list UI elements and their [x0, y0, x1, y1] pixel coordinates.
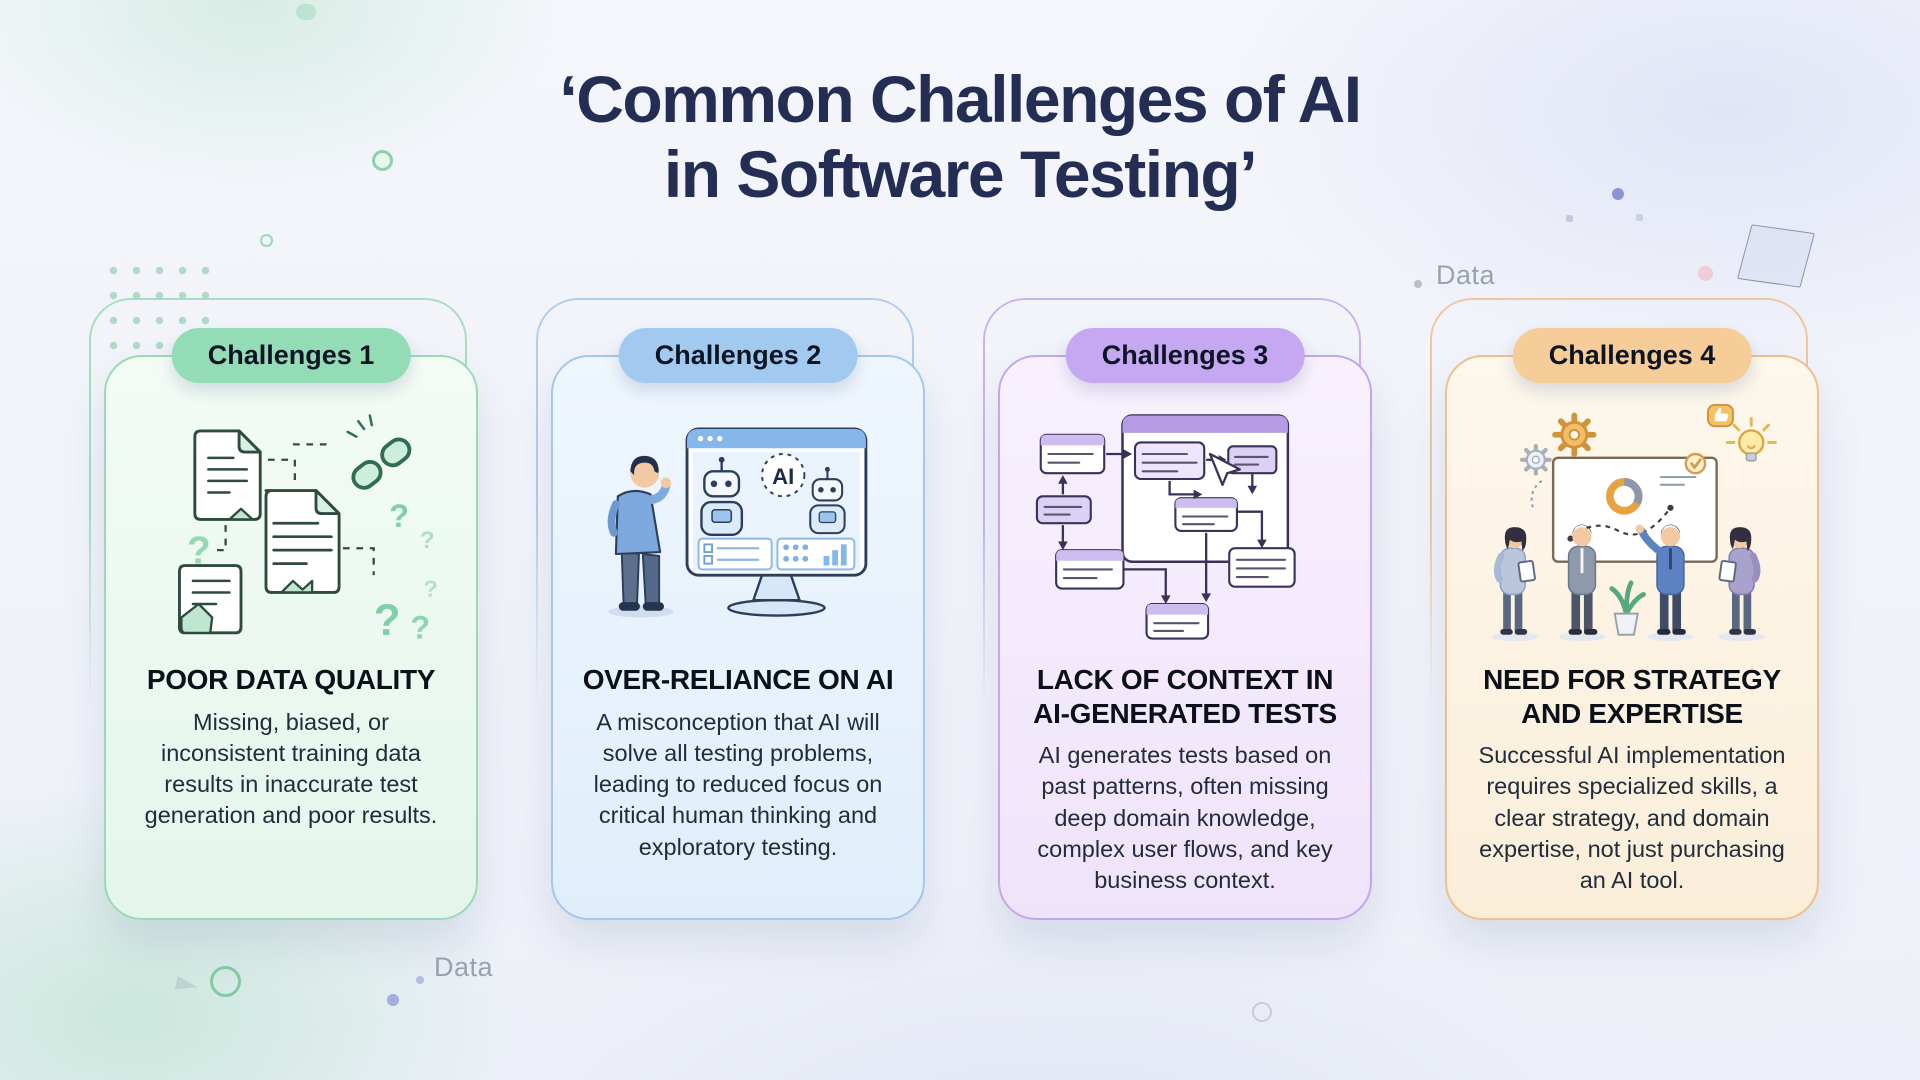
data-label-top-right: Data [1436, 260, 1496, 290]
purple-dot-decor [387, 994, 399, 1006]
pink-dot-decor [1698, 266, 1713, 281]
ai-badge: AI [761, 453, 806, 498]
page-title: ‘Common Challenges of AI in Software Tes… [0, 62, 1920, 211]
person-figure [1491, 527, 1538, 642]
person-figure [1558, 524, 1606, 642]
card-heading: POOR DATA QUALITY [146, 664, 436, 695]
challenge-badge-3: Challenges 3 [1065, 328, 1305, 383]
purple-dot-decor [416, 976, 424, 984]
card-over-reliance-on-ai: Challenges 2 [536, 298, 925, 920]
check-badge-icon [1684, 452, 1707, 475]
gear-icon [1552, 412, 1597, 457]
document-icon [193, 429, 262, 521]
card-heading: LACK OF CONTEXT IN AI-GENERATED TESTS [1033, 664, 1337, 729]
flow-box [1145, 602, 1210, 640]
data-label-bottom-left: Data [434, 952, 494, 982]
gray-triangle-decor [174, 975, 200, 995]
thumbs-up-icon [1707, 404, 1734, 428]
person-figure [1635, 524, 1694, 642]
document-icon [264, 489, 341, 594]
card-heading: NEED FOR STRATEGY AND EXPERTISE [1483, 664, 1781, 729]
purple-dot-decor [1612, 188, 1624, 200]
gray-ring-decor [1252, 1002, 1272, 1022]
card-description: Missing, biased, or inconsistent trainin… [144, 708, 438, 829]
flow-box [1055, 549, 1125, 590]
svg-text:AI: AI [772, 464, 794, 489]
card-description: Successful AI implementation requires sp… [1478, 742, 1786, 894]
lightbulb-icon [1725, 416, 1777, 462]
dashboard-panels [697, 537, 856, 571]
document-icon [178, 564, 243, 635]
card-strategy-expertise: Challenges 4 [1430, 298, 1819, 920]
question-marks: ? ? ? ? ? ? [187, 497, 438, 646]
tiny-square-decor [1636, 214, 1643, 221]
svg-text:?: ? [374, 596, 401, 645]
card-poor-data-quality: Challenges 1 [89, 298, 478, 920]
svg-text:?: ? [420, 527, 435, 554]
person-figure [1718, 527, 1765, 642]
challenge-badge-4: Challenges 4 [1512, 328, 1752, 383]
team-strategy-illustration [1472, 403, 1792, 655]
robot-icon [700, 456, 744, 536]
small-ring-decor [260, 234, 273, 247]
card-lack-of-context: Challenges 3 [983, 298, 1372, 920]
green-dot-decor [372, 150, 393, 171]
page-title-line2: in Software Testing’ [663, 136, 1258, 211]
svg-text:?: ? [410, 609, 430, 646]
page-title-line1: ‘Common Challenges of AI [559, 62, 1362, 136]
tiny-square-decor [1566, 215, 1573, 222]
robot-icon [809, 466, 846, 535]
flow-box [1133, 441, 1206, 481]
flowchart-illustration [1025, 403, 1345, 655]
challenge-badge-1: Challenges 1 [171, 328, 411, 383]
flow-box [1039, 433, 1106, 475]
card-heading: OVER-RELIANCE ON AI [582, 664, 894, 695]
cursor-icon [1208, 452, 1241, 486]
svg-text:?: ? [187, 530, 210, 573]
green-ring-decor [210, 966, 241, 997]
gray-dot-decor [1414, 280, 1422, 288]
person-ai-monitor-illustration: AI [573, 403, 903, 655]
green-blob-decor [296, 4, 316, 20]
card-description: AI generates tests based on past pattern… [1037, 742, 1333, 894]
broken-link-icon [346, 414, 412, 490]
flow-box [1035, 495, 1092, 525]
flow-box [1174, 497, 1238, 532]
svg-text:?: ? [389, 497, 409, 534]
card-description: A misconception that AI will solve all t… [593, 708, 883, 860]
challenge-badge-2: Challenges 2 [618, 328, 858, 383]
glass-pane-decor [1737, 224, 1815, 288]
flow-box [1228, 547, 1296, 588]
svg-text:?: ? [424, 575, 438, 601]
plant-icon [1609, 580, 1646, 636]
documents-broken-link-illustration: ? ? ? ? ? ? [131, 403, 451, 655]
thinking-person [607, 455, 674, 618]
gear-icon [1519, 443, 1552, 476]
